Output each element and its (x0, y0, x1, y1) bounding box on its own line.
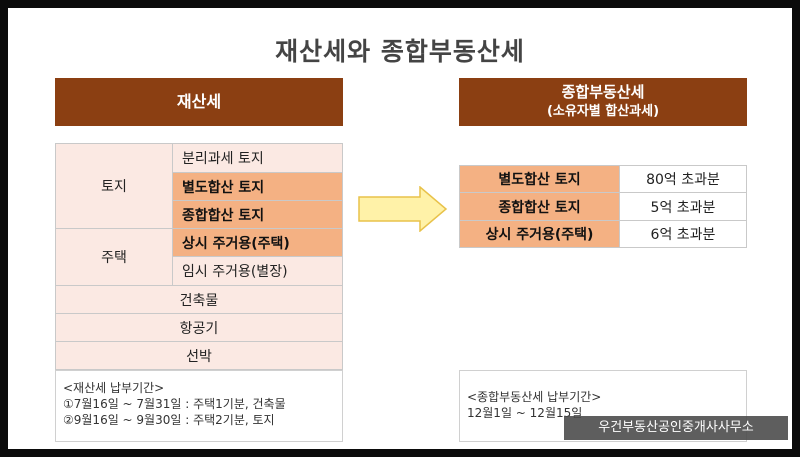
property-tax-header: 재산세 (55, 78, 343, 126)
threshold-label-general-combined: 종합합산 토지 (459, 192, 620, 221)
group-label-land: 토지 (55, 143, 173, 229)
note-line: ①7월16일 ~ 7월31일 : 주택1기분, 건축물 (63, 397, 286, 411)
note-line: ②9월16일 ~ 9월30일 : 주택2기분, 토지 (63, 413, 275, 427)
housing-item-temporary: 임시 주거용(별장) (172, 256, 343, 286)
page-title: 재산세와 종합부동산세 (275, 37, 525, 66)
threshold-value-general-combined: 5억 초과분 (619, 192, 747, 221)
threshold-value-separate-combined: 80억 초과분 (619, 165, 747, 193)
comprehensive-tax-title: 종합부동산세 (561, 83, 645, 101)
threshold-label-separate-combined: 별도합산 토지 (459, 165, 620, 193)
row-building: 건축물 (55, 285, 343, 314)
comprehensive-tax-subtitle: (소유자별 합산과세) (546, 104, 660, 119)
row-aircraft: 항공기 (55, 313, 343, 342)
land-item-general-combined: 종합합산 토지 (172, 200, 343, 229)
slide: 재산세와 종합부동산세 재산세 토지 분리과세 토지 별도합산 토지 종합합산 … (8, 8, 792, 449)
property-tax-payment-note: <재산세 납부기간> ①7월16일 ~ 7월31일 : 주택1기분, 건축물 ②… (55, 370, 343, 442)
threshold-label-housing: 상시 주거용(주택) (459, 220, 620, 248)
threshold-value-housing: 6억 초과분 (619, 220, 747, 248)
land-item-separate-combined: 별도합산 토지 (172, 172, 343, 201)
note-line: 12월1일 ~ 12월15일 (467, 406, 583, 420)
row-ship: 선박 (55, 341, 343, 370)
note-title: <재산세 납부기간> (63, 381, 165, 395)
watermark: 우건부동산공인중개사사무소 (564, 416, 788, 440)
housing-item-permanent: 상시 주거용(주택) (172, 228, 343, 257)
note-title: <종합부동산세 납부기간> (467, 390, 602, 404)
land-item-separate-taxation: 분리과세 토지 (172, 143, 343, 173)
group-label-housing: 주택 (55, 228, 173, 286)
right-arrow-icon (358, 186, 448, 232)
comprehensive-tax-header: 종합부동산세 (소유자별 합산과세) (459, 78, 747, 126)
